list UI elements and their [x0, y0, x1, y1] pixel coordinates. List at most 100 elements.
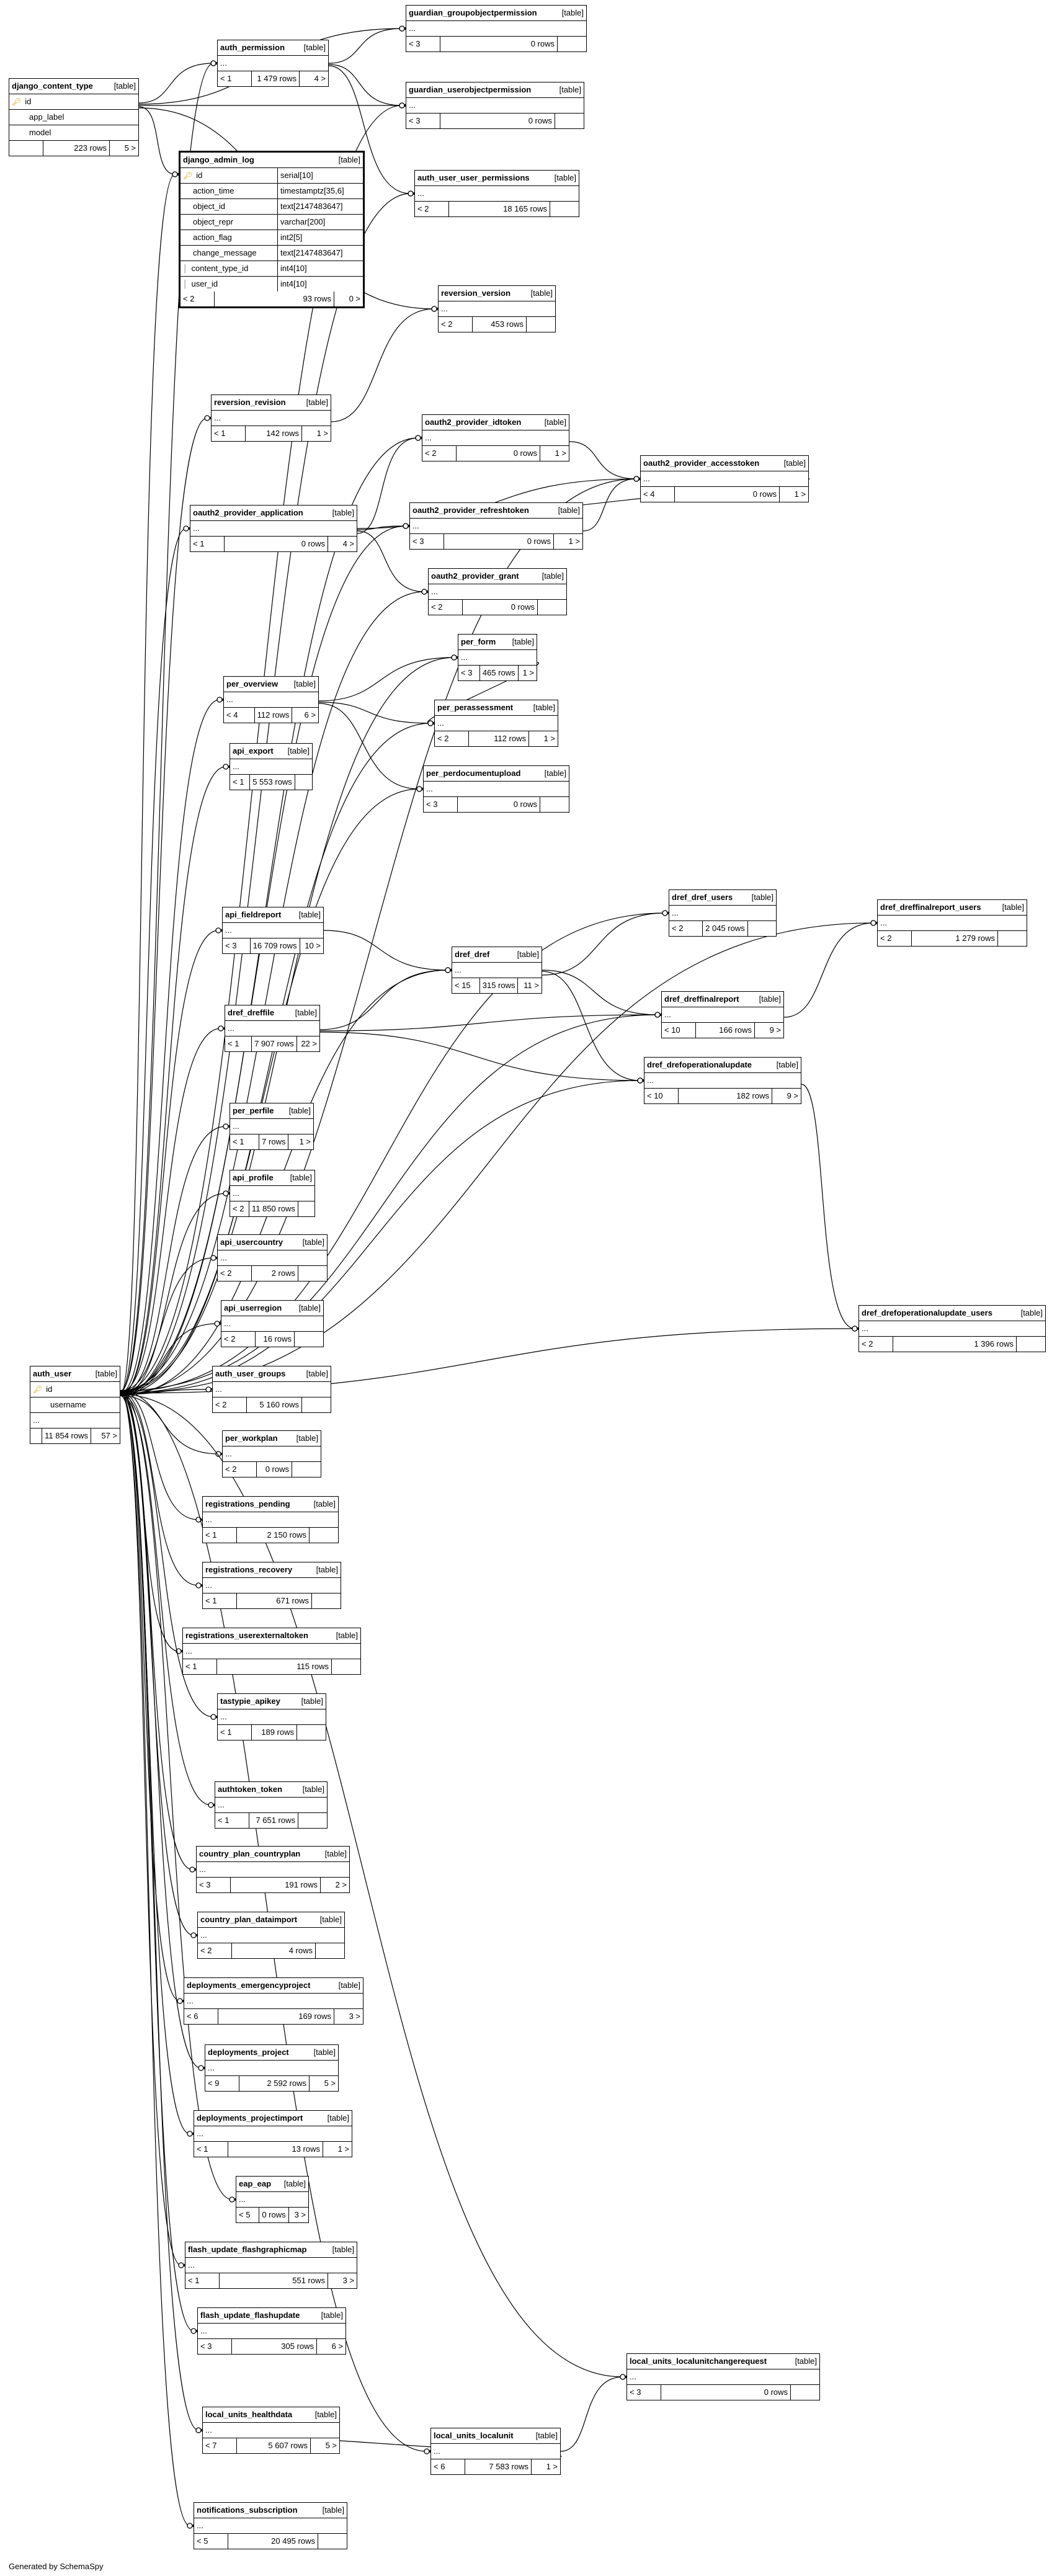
children-count[interactable]: 4 >	[328, 537, 357, 551]
table-oauth2_provider_accesstoken[interactable]: oauth2_provider_accesstoken[table]...< 4…	[640, 455, 809, 502]
children-count[interactable]	[292, 1462, 321, 1477]
children-count[interactable]: 22 >	[296, 1036, 319, 1051]
children-count[interactable]: 1 >	[553, 534, 582, 549]
children-count[interactable]: 6 >	[316, 2339, 345, 2354]
children-count[interactable]	[1016, 1337, 1045, 1352]
children-count[interactable]: 0 >	[334, 292, 363, 306]
children-count[interactable]: 1 >	[779, 487, 808, 502]
parents-count[interactable]: < 2	[441, 319, 453, 329]
parents-count[interactable]: < 2	[862, 1339, 873, 1348]
parents-count[interactable]: < 2	[220, 1268, 232, 1278]
table-guardian_groupobjectpermission[interactable]: guardian_groupobjectpermission[table]...…	[406, 5, 587, 52]
parents-count[interactable]: < 2	[417, 204, 429, 213]
children-count[interactable]: 3 >	[288, 2208, 308, 2222]
children-count[interactable]: 10 >	[299, 938, 323, 953]
parents-count[interactable]: < 9	[208, 2079, 220, 2088]
children-count[interactable]: 11 >	[517, 978, 542, 993]
children-count[interactable]: 1 >	[517, 666, 537, 680]
parents-count[interactable]: < 1	[214, 429, 226, 438]
parents-count[interactable]: < 10	[647, 1091, 663, 1100]
children-count[interactable]	[296, 1725, 326, 1740]
parents-count[interactable]: < 3	[409, 116, 421, 125]
parents-count[interactable]: < 3	[630, 2387, 641, 2397]
children-count[interactable]: 3 >	[334, 2009, 363, 2024]
children-count[interactable]	[298, 1266, 327, 1281]
children-count[interactable]	[526, 317, 555, 332]
children-count[interactable]: 5 >	[309, 2076, 338, 2091]
parents-count[interactable]: < 3	[412, 537, 424, 546]
children-count[interactable]: 1 >	[531, 2459, 560, 2474]
table-django_content_type[interactable]: django_content_type[table] 🔑︎id app_labe…	[9, 78, 139, 156]
parents-count[interactable]: < 3	[461, 668, 473, 677]
parents-count[interactable]: < 3	[426, 800, 438, 809]
parents-count[interactable]: < 15	[455, 981, 471, 990]
parents-count[interactable]: < 1	[220, 1727, 232, 1737]
parents-count[interactable]: < 1	[220, 74, 232, 83]
table-dref_drefoperationalupdate_users[interactable]: dref_drefoperationalupdate_users[table].…	[858, 1305, 1046, 1352]
parents-count[interactable]: < 6	[434, 2462, 445, 2471]
parents-count[interactable]: < 3	[225, 941, 237, 950]
children-count[interactable]	[301, 1397, 331, 1412]
children-count[interactable]: 57 >	[91, 1428, 120, 1443]
children-count[interactable]	[537, 600, 566, 615]
parents-count[interactable]: < 2	[183, 294, 195, 303]
children-count[interactable]	[550, 202, 579, 216]
parents-count[interactable]: < 10	[664, 1025, 680, 1035]
parents-count[interactable]: < 2	[880, 934, 892, 943]
children-count[interactable]	[318, 2534, 347, 2549]
children-count[interactable]	[997, 931, 1027, 946]
parents-count[interactable]	[9, 141, 43, 156]
children-count[interactable]: 5 >	[109, 141, 138, 156]
parents-count[interactable]: < 7	[205, 2441, 217, 2450]
parents-count[interactable]: < 4	[226, 710, 238, 720]
table-registrations_userexternaltoken[interactable]: registrations_userexternaltoken[table]..…	[182, 1628, 361, 1675]
children-count[interactable]: 5 >	[310, 2438, 339, 2453]
children-count[interactable]: 6 >	[292, 708, 318, 723]
children-count[interactable]: 1 >	[323, 2142, 352, 2157]
children-count[interactable]: 9 >	[754, 1023, 783, 1038]
parents-count[interactable]: < 2	[437, 734, 449, 743]
children-count[interactable]	[294, 775, 312, 790]
parents-count[interactable]: < 4	[643, 489, 655, 499]
parents-count[interactable]	[30, 1428, 42, 1443]
table-auth_user[interactable]: auth_user[table] 🔑︎id username ... 11 85…	[30, 1366, 120, 1444]
table-oauth2_provider_refreshtoken[interactable]: oauth2_provider_refreshtoken[table]...< …	[409, 502, 583, 550]
children-count[interactable]	[331, 1659, 360, 1674]
children-count[interactable]	[315, 1943, 344, 1958]
table-deployments_emergencyproject[interactable]: deployments_emergencyproject[table]...< …	[184, 1977, 363, 2025]
parents-count[interactable]: < 6	[187, 2012, 198, 2021]
children-count[interactable]	[747, 921, 776, 936]
children-count[interactable]	[311, 1593, 341, 1608]
table-dref_drefoperationalupdate[interactable]: dref_drefoperationalupdate[table]...< 10…	[644, 1057, 801, 1104]
children-count[interactable]	[557, 37, 586, 51]
parents-count[interactable]: < 1	[185, 1662, 197, 1671]
parents-count[interactable]: < 3	[409, 39, 421, 48]
children-count[interactable]: 9 >	[772, 1089, 801, 1103]
parents-count[interactable]: < 5	[197, 2536, 208, 2546]
children-count[interactable]	[294, 1332, 323, 1347]
children-count[interactable]: 1 >	[540, 446, 569, 461]
children-count[interactable]: 1 >	[288, 1134, 313, 1149]
children-count[interactable]: 1 >	[301, 426, 331, 441]
